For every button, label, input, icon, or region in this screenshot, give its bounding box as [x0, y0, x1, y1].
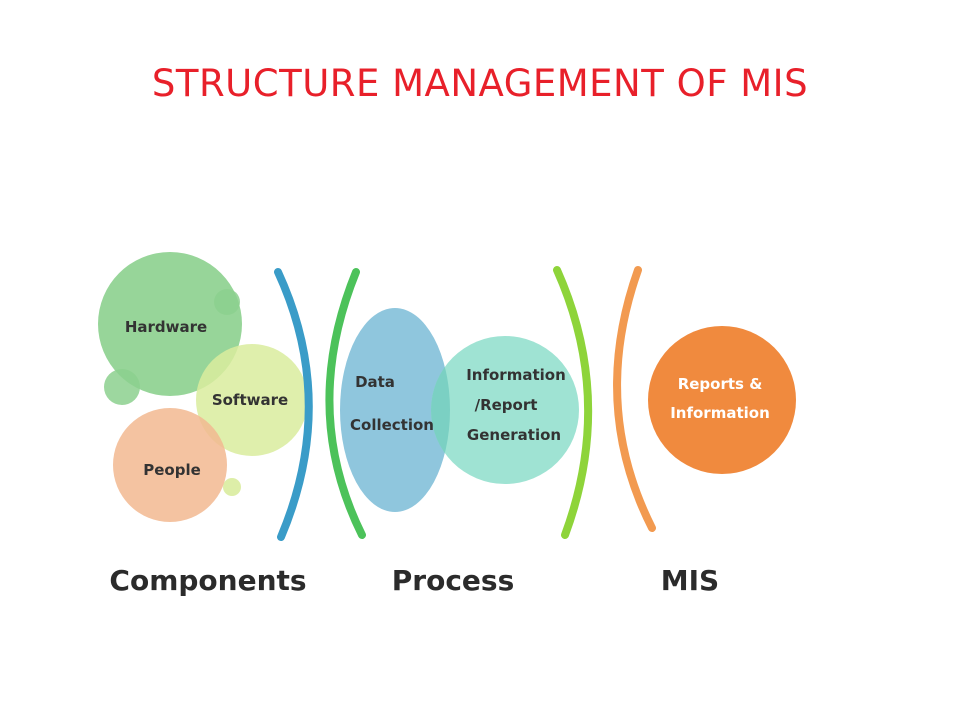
information-label-line3: Generation — [467, 426, 561, 444]
slide-title: STRUCTURE MANAGEMENT OF MIS — [151, 62, 809, 105]
section-label-process: Process — [392, 564, 515, 597]
components-group: Hardware Software People — [98, 252, 313, 541]
process-left-bracket-arc — [325, 268, 366, 539]
people-circle — [113, 408, 227, 522]
data-collection-circle — [340, 308, 450, 512]
process-group: Data Collection Information /Report Gene… — [325, 266, 593, 539]
mis-left-bracket-arc — [613, 266, 656, 532]
section-label-mis: MIS — [661, 564, 719, 597]
process-right-bracket-arc — [553, 266, 593, 539]
data-collection-label-line2: Collection — [350, 416, 434, 434]
data-collection-label-line1: Data — [355, 373, 395, 391]
software-label: Software — [212, 391, 288, 409]
information-label-line2: /Report — [475, 396, 538, 414]
section-label-components: Components — [109, 564, 306, 597]
software-circle — [196, 344, 308, 456]
reports-information-circle — [648, 326, 796, 474]
small-bubble-bottom — [223, 478, 241, 496]
information-generation-circle — [431, 336, 579, 484]
information-label-line1: Information — [466, 366, 566, 384]
people-label: People — [143, 461, 201, 479]
reports-label-line1: Reports & — [678, 375, 763, 393]
hardware-label: Hardware — [125, 318, 207, 336]
hardware-circle — [98, 252, 242, 396]
mis-group: Reports & Information — [613, 266, 796, 532]
components-right-bracket-arc — [274, 268, 313, 541]
reports-label-line2: Information — [670, 404, 770, 422]
